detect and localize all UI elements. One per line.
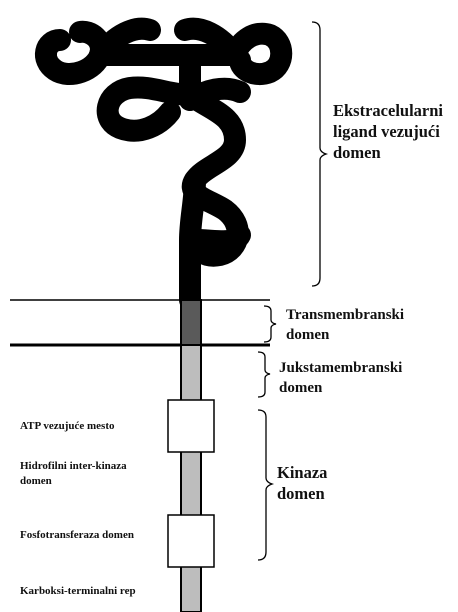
hydrophilic-label: Hidrofilni inter-kinaza domen	[20, 459, 127, 489]
phosphotransferase-label: Fosfotransferaza domen	[20, 529, 134, 541]
jm-label: Jukstamembranski domen	[279, 358, 402, 398]
kinase-label-line2: domen	[277, 484, 325, 503]
kinase-label-line1: Kinaza	[277, 463, 328, 482]
jm-bracket	[257, 351, 271, 398]
atp-binding-label: ATP vezujuće mesto	[20, 420, 115, 432]
ecd-label-line3: domen	[333, 143, 381, 162]
ecd-label-line1: Ekstracelularni	[333, 101, 443, 120]
jm-label-line1: Jukstamembranski	[279, 360, 403, 376]
tm-bracket	[263, 305, 277, 343]
tm-label-line1: Transmembranski	[286, 307, 405, 323]
transmembrane-segment	[180, 299, 202, 346]
ecd-label: Ekstracelularni ligand vezujući domen	[333, 100, 443, 163]
ecd-bracket	[311, 21, 329, 287]
tm-label: Transmembranski domen	[286, 305, 404, 345]
hydrophilic-label-line1: Hidrofilni inter-kinaza	[20, 460, 127, 472]
carboxy-tail-label: Karboksi-terminalni rep	[20, 585, 136, 597]
cytoplasmic-rod	[180, 344, 202, 612]
jm-label-line2: domen	[279, 380, 323, 396]
ecd-label-line2: ligand vezujući	[333, 122, 440, 141]
extracellular-domain-shape	[35, 17, 293, 311]
phosphotransferase-box	[167, 514, 215, 568]
tm-label-line2: domen	[286, 327, 330, 343]
kinase-label: Kinaza domen	[277, 462, 327, 504]
kinase-bracket	[257, 409, 275, 561]
hydrophilic-label-line2: domen	[20, 475, 52, 487]
atp-binding-box	[167, 399, 215, 453]
